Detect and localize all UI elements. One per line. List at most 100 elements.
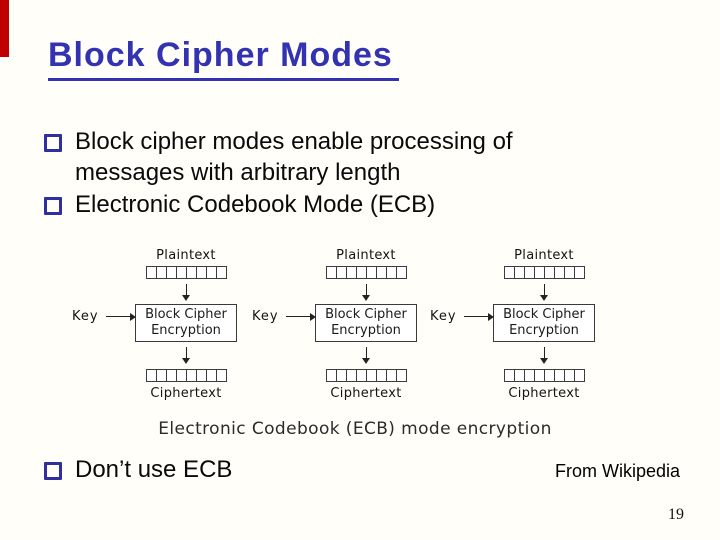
block-cell: [346, 266, 357, 279]
block-cell: [524, 369, 535, 382]
square-bullet-icon: [44, 197, 62, 215]
bullet-line: messages with arbitrary length: [75, 159, 401, 186]
down-arrow-icon: [182, 347, 190, 364]
block-cell: [206, 369, 217, 382]
box-line: Encryption: [151, 323, 221, 338]
block-cell: [366, 369, 377, 382]
attribution-text: From Wikipedia: [554, 461, 680, 481]
block-cell: [534, 369, 545, 382]
block-cell: [196, 369, 207, 382]
slide-title: Block Cipher Modes: [48, 36, 399, 81]
right-arrow-icon: [285, 312, 316, 321]
key-arrow-2: Key: [252, 309, 316, 324]
block-cell: [366, 266, 377, 279]
plaintext-label: Plaintext: [336, 248, 396, 263]
ecb-unit-3: Plaintext Block Cipher Encryption Cipher…: [493, 248, 595, 401]
block-cell: [564, 266, 575, 279]
down-arrow-icon: [362, 347, 370, 364]
block-cell: [534, 266, 545, 279]
page-number: 19: [668, 506, 684, 523]
key-label: Key: [72, 309, 99, 324]
ecb-unit-1: Plaintext Block Cipher Encryption Cipher…: [135, 248, 237, 401]
square-bullet-icon: [44, 462, 62, 480]
plaintext-label: Plaintext: [514, 248, 574, 263]
block-cell: [574, 369, 585, 382]
bullet-text: Electronic Codebook Mode (ECB): [75, 189, 435, 220]
block-strip: [325, 266, 407, 279]
block-cell: [356, 369, 367, 382]
box-line: Encryption: [509, 323, 579, 338]
down-arrow-icon: [540, 284, 548, 301]
block-cell: [325, 369, 337, 382]
plaintext-label: Plaintext: [156, 248, 216, 263]
block-cell: [166, 369, 177, 382]
block-cell: [336, 369, 347, 382]
block-cell: [396, 266, 407, 279]
block-cell: [325, 266, 337, 279]
block-cell: [564, 369, 575, 382]
key-label: Key: [252, 309, 279, 324]
block-cell: [544, 369, 555, 382]
key-label: Key: [430, 309, 457, 324]
accent-bar: [0, 0, 9, 57]
block-cell: [206, 266, 217, 279]
block-cell: [216, 266, 227, 279]
bullet-text: Block cipher modes enable processing of …: [75, 126, 513, 188]
block-cell: [156, 266, 167, 279]
ciphertext-label: Ciphertext: [508, 386, 580, 401]
bullet-line: Block cipher modes enable processing of: [75, 128, 513, 155]
bullet-item-ecb: Electronic Codebook Mode (ECB): [44, 189, 435, 220]
block-strip: [503, 369, 585, 382]
block-cipher-box: Block Cipher Encryption: [315, 304, 417, 342]
block-cell: [524, 266, 535, 279]
block-strip: [503, 266, 585, 279]
block-strip: [145, 369, 227, 382]
bullet-item-dont-use-ecb: Don’t use ECB: [44, 454, 232, 485]
ecb-unit-2: Plaintext Block Cipher Encryption Cipher…: [315, 248, 417, 401]
right-arrow-icon: [463, 312, 494, 321]
block-cell: [386, 369, 397, 382]
block-strip: [145, 266, 227, 279]
block-cell: [376, 369, 387, 382]
block-cell: [574, 266, 585, 279]
block-cell: [376, 266, 387, 279]
box-line: Block Cipher: [145, 307, 227, 322]
block-cell: [196, 266, 207, 279]
block-cell: [396, 369, 407, 382]
down-arrow-icon: [540, 347, 548, 364]
block-cell: [503, 369, 515, 382]
key-arrow-1: Key: [72, 309, 136, 324]
block-cell: [156, 369, 167, 382]
block-cell: [166, 266, 177, 279]
block-cell: [514, 266, 525, 279]
block-cell: [145, 266, 157, 279]
ciphertext-label: Ciphertext: [150, 386, 222, 401]
block-strip: [325, 369, 407, 382]
down-arrow-icon: [362, 284, 370, 301]
block-cell: [186, 266, 197, 279]
ciphertext-label: Ciphertext: [330, 386, 402, 401]
block-cell: [176, 369, 187, 382]
key-arrow-3: Key: [430, 309, 494, 324]
block-cell: [503, 266, 515, 279]
block-cell: [356, 266, 367, 279]
block-cell: [514, 369, 525, 382]
right-arrow-icon: [105, 312, 136, 321]
bullet-line: Electronic Codebook Mode (ECB): [75, 191, 436, 218]
block-cell: [176, 266, 187, 279]
bullet-item-modes: Block cipher modes enable processing of …: [44, 126, 513, 188]
box-line: Block Cipher: [325, 307, 407, 322]
bullet-line: Don’t use ECB: [75, 456, 233, 483]
block-cell: [145, 369, 157, 382]
diagram-caption: Electronic Codebook (ECB) mode encryptio…: [158, 419, 552, 439]
block-cipher-box: Block Cipher Encryption: [493, 304, 595, 342]
bullet-text: Don’t use ECB: [75, 454, 232, 485]
block-cell: [386, 266, 397, 279]
square-bullet-icon: [44, 134, 62, 152]
block-cipher-box: Block Cipher Encryption: [135, 304, 237, 342]
block-cell: [336, 266, 347, 279]
down-arrow-icon: [182, 284, 190, 301]
block-cell: [554, 266, 565, 279]
block-cell: [186, 369, 197, 382]
